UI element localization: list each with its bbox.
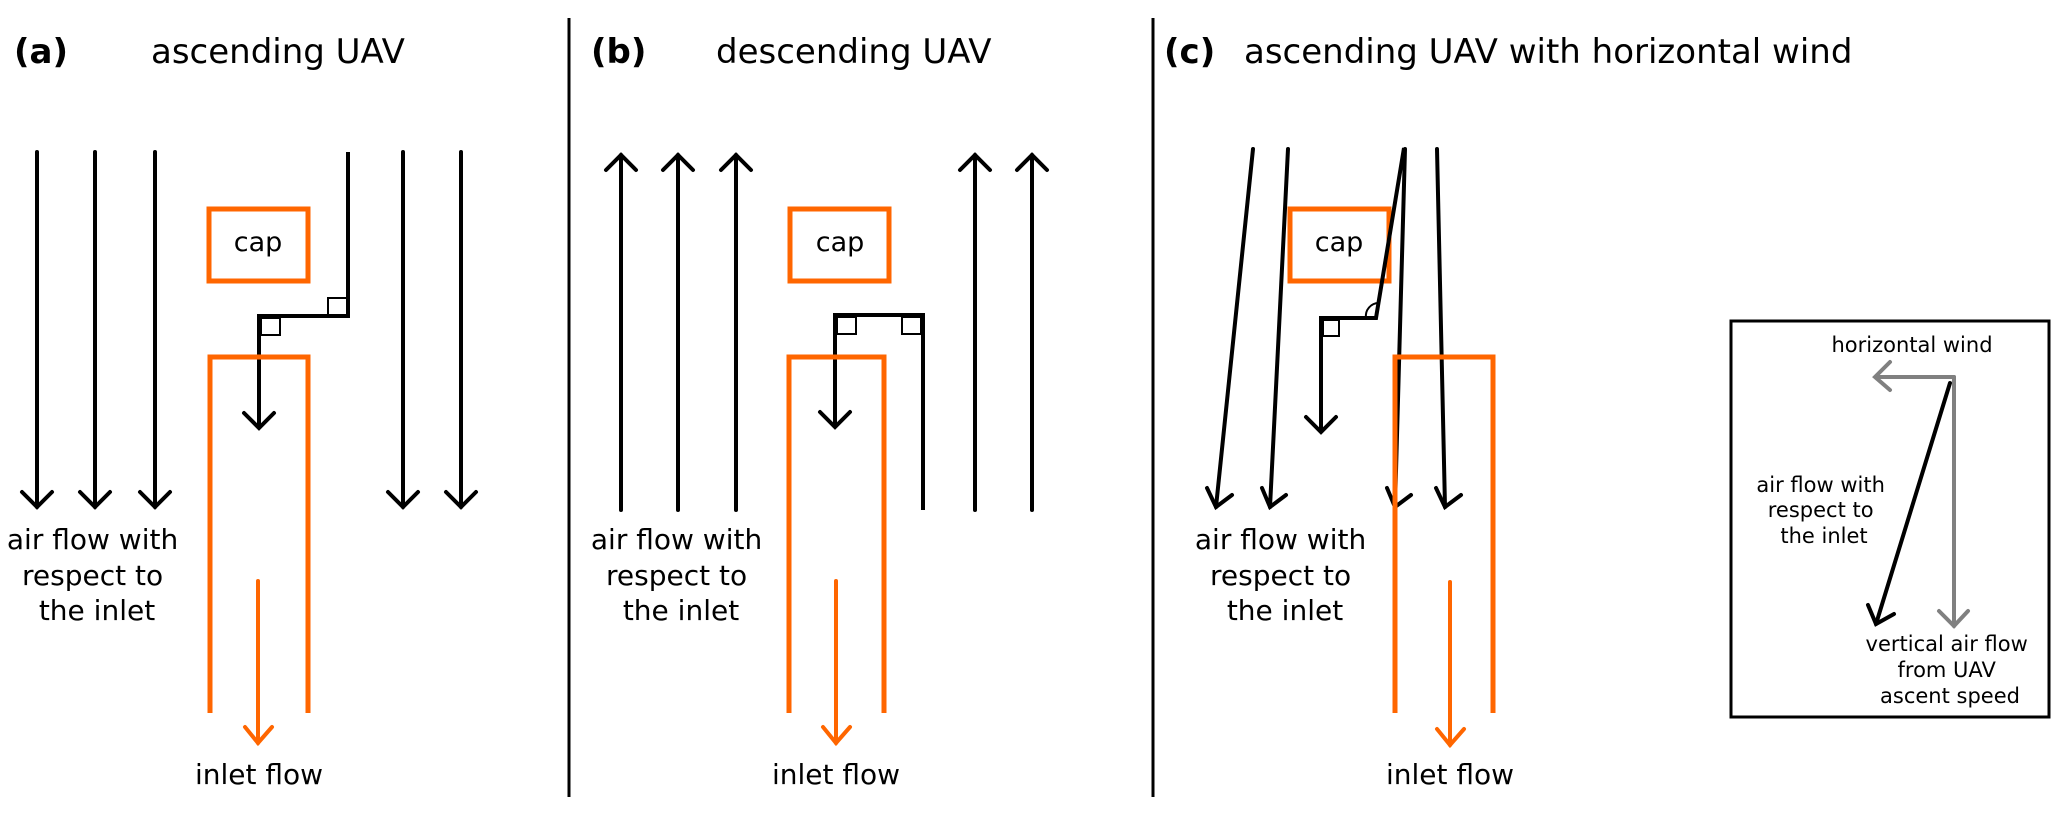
cap-box-b [787, 206, 892, 284]
cap-label-a: cap [234, 227, 283, 258]
airflow-arrow [20, 150, 54, 510]
right-angle-marker [1322, 319, 1340, 337]
panel-letter-b: (b) [591, 32, 646, 72]
inlet-flow-arrow-a [243, 579, 274, 747]
deflected-streamline-c [1304, 147, 1406, 435]
inset-resultant-label: air flow with respect to the inlet [1756, 473, 1891, 548]
airflow-arrow [604, 152, 638, 512]
airflow-arrow [1385, 147, 1413, 511]
airflow-label-b: air flow with respect to the inlet [591, 523, 771, 627]
inlet-flow-arrow-c [1435, 580, 1466, 749]
horizontal-wind-vector [1872, 360, 1956, 392]
angle-arc-marker [1364, 301, 1380, 319]
right-angle-marker [901, 316, 922, 335]
airflow-arrow [1260, 147, 1290, 511]
airflow-arrow [719, 152, 753, 512]
airflow-arrows-a [20, 150, 478, 510]
cap-label-c: cap [1315, 227, 1364, 258]
vector-inset: horizontal wind air flow with respect to… [1729, 319, 2051, 719]
inlet-tube-b [786, 354, 887, 713]
cap-box-a [206, 206, 311, 284]
right-angle-marker [836, 316, 857, 335]
right-angle-marker [327, 297, 348, 316]
inlet-flow-label-c: inlet flow [1386, 758, 1514, 791]
airflow-arrows-c [1205, 147, 1463, 511]
inset-vertical-airflow-label: vertical air flow from UAV ascent speed [1866, 632, 2035, 708]
panel-letter-c: (c) [1164, 32, 1215, 72]
right-angle-marker [260, 317, 281, 336]
airflow-arrow [444, 150, 478, 510]
panel-c: (c) ascending UAV with horizontal wind c… [1164, 32, 2051, 791]
panel-a: (a) ascending UAV cap air flow with resp… [7, 32, 478, 791]
deflected-streamline-a [242, 152, 350, 431]
inlet-tube-c [1392, 354, 1496, 713]
panel-title-c: ascending UAV with horizontal wind [1244, 32, 1852, 72]
inlet-flow-label-a: inlet flow [195, 758, 323, 791]
airflow-arrow [1434, 147, 1463, 511]
airflow-arrow [958, 152, 992, 512]
panel-title-b: descending UAV [716, 32, 992, 72]
cap-label-b: cap [816, 227, 865, 258]
vertical-airflow-vector [1937, 375, 1970, 629]
airflow-arrow [78, 150, 112, 510]
panel-letter-a: (a) [14, 32, 68, 72]
airflow-label-a: air flow with respect to the inlet [7, 523, 187, 627]
inlet-flow-label-b: inlet flow [772, 758, 900, 791]
airflow-arrow [661, 152, 695, 512]
inlet-flow-arrow-b [821, 579, 852, 747]
panel-b: (b) descending UAV cap air flow with res… [591, 32, 1049, 791]
inlet-tube-a [207, 354, 311, 713]
inset-frame [1729, 319, 2051, 719]
airflow-arrows-b [604, 152, 1049, 512]
airflow-arrow [1205, 147, 1255, 511]
airflow-arrow [1015, 152, 1049, 512]
airflow-arrow [386, 150, 420, 510]
airflow-arrow [138, 150, 172, 510]
resultant-airflow-vector [1866, 381, 1952, 627]
deflected-streamline-b [818, 313, 925, 510]
airflow-label-c: air flow with respect to the inlet [1195, 523, 1375, 627]
panel-title-a: ascending UAV [151, 32, 405, 72]
inset-horizontal-wind-label: horizontal wind [1831, 333, 1992, 357]
